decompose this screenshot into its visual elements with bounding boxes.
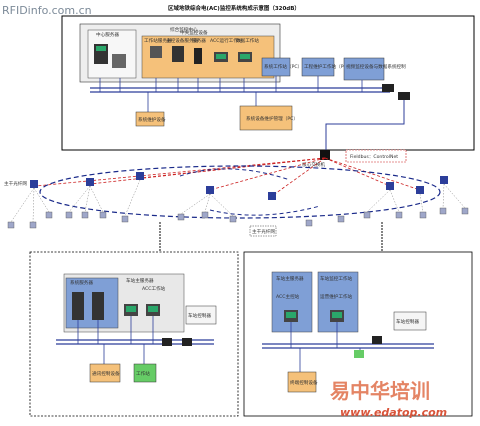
station-nodes xyxy=(30,172,448,200)
br-box-1-label: 车站主服务器 xyxy=(276,275,304,282)
bl-bottom-1-label: 通讯控制设备 xyxy=(92,370,120,377)
br-bottom-box xyxy=(287,371,317,393)
center-box-label: 综合监控中心 xyxy=(170,26,198,33)
bottom-right-frame xyxy=(243,251,473,417)
diagram-title: 区域地铁综合电(AC)监控系统构成示意图（320dB） xyxy=(168,6,300,12)
right-box-1-label: 系统工作站（PC） xyxy=(264,63,302,70)
watermark-cn: 易中华培训 xyxy=(330,379,430,403)
bottom-left-box-label: 系统维护设备 xyxy=(138,116,166,123)
watermark-url: www.edatop.com xyxy=(340,406,447,419)
server-icon xyxy=(92,292,104,320)
br-box-2-label: 车站监控工作站 xyxy=(320,275,353,282)
right-box-3-label: 视频监控设备与数据系统控制 xyxy=(346,63,406,70)
node-label-3: ACC运行工作站 xyxy=(210,37,243,44)
br-bottom-label: 终端控制设备 xyxy=(290,379,318,386)
callout-box xyxy=(345,149,407,163)
printer-icon xyxy=(112,54,126,68)
mid-label-box xyxy=(249,225,277,237)
bl-bottom-box-2 xyxy=(133,363,157,383)
br-right-box xyxy=(393,311,427,331)
node-label-0: 工作站服务器 xyxy=(144,37,172,44)
ring-network xyxy=(39,165,441,219)
switch-icon xyxy=(372,336,382,344)
br-sub-2-label: 运营维护工作站 xyxy=(320,293,353,300)
right-trunk-label: 主干光纤网 xyxy=(252,228,275,235)
switch-icon xyxy=(382,84,394,92)
uplink xyxy=(325,100,405,150)
inner-ring xyxy=(179,168,291,181)
core-switch-icon xyxy=(320,150,330,160)
bl-bottom-box-1 xyxy=(89,363,121,383)
bl-right-label: 车站控制器 xyxy=(188,312,211,319)
node-label-4: 数据工作站 xyxy=(236,37,259,44)
bl-bottom-2-label: 工作站 xyxy=(136,370,150,377)
bl-right-box xyxy=(185,305,217,325)
br-sub-1-label: ACC主控站 xyxy=(276,293,300,300)
leaf-links xyxy=(10,179,466,223)
right-box-2-label: 工程维护工作站（PC） xyxy=(304,63,351,70)
br-box-2 xyxy=(317,271,359,333)
right-box-3 xyxy=(343,57,385,81)
bl-sub-2-label: ACC工作站 xyxy=(142,285,166,292)
bottom-left-box xyxy=(135,111,165,127)
server-icon xyxy=(72,292,84,320)
switch-icon xyxy=(182,338,192,346)
inner-ring xyxy=(209,205,321,216)
switch-icon xyxy=(398,92,410,100)
bottom-left-frame xyxy=(29,251,239,417)
callout-label: Fieldbus：ControlNet xyxy=(350,154,398,160)
red-links xyxy=(35,157,421,197)
bl-main-label: 车站主服务器 xyxy=(126,277,154,284)
bottom-center-box-label: 系统设备维护管理（PC） xyxy=(246,115,298,122)
top-panel-frame xyxy=(61,15,475,151)
sub-b-label: 中央监控设备 xyxy=(180,29,208,36)
bottom-center-box xyxy=(239,105,293,131)
core-switch-label: 核心交换机 xyxy=(302,161,325,168)
watermark-rfidinfo: RFIDinfo.com.cn xyxy=(2,4,92,17)
switch-icon xyxy=(162,338,172,346)
bl-sub-1-label: 系统服务器 xyxy=(70,279,93,286)
node-icons xyxy=(150,46,252,64)
node-label-2: 服务器 xyxy=(192,37,206,44)
br-right-label: 车站控制器 xyxy=(396,318,419,325)
leaf-nodes xyxy=(7,207,469,229)
sub-a-label: 中心服务器 xyxy=(96,31,119,38)
switch-icon xyxy=(354,350,364,358)
left-trunk-label: 主干光纤网 xyxy=(4,180,27,187)
top-drop-lines xyxy=(99,76,363,112)
node-label-1: 主控设备服务器 xyxy=(166,37,199,44)
screen-icon xyxy=(96,46,106,51)
